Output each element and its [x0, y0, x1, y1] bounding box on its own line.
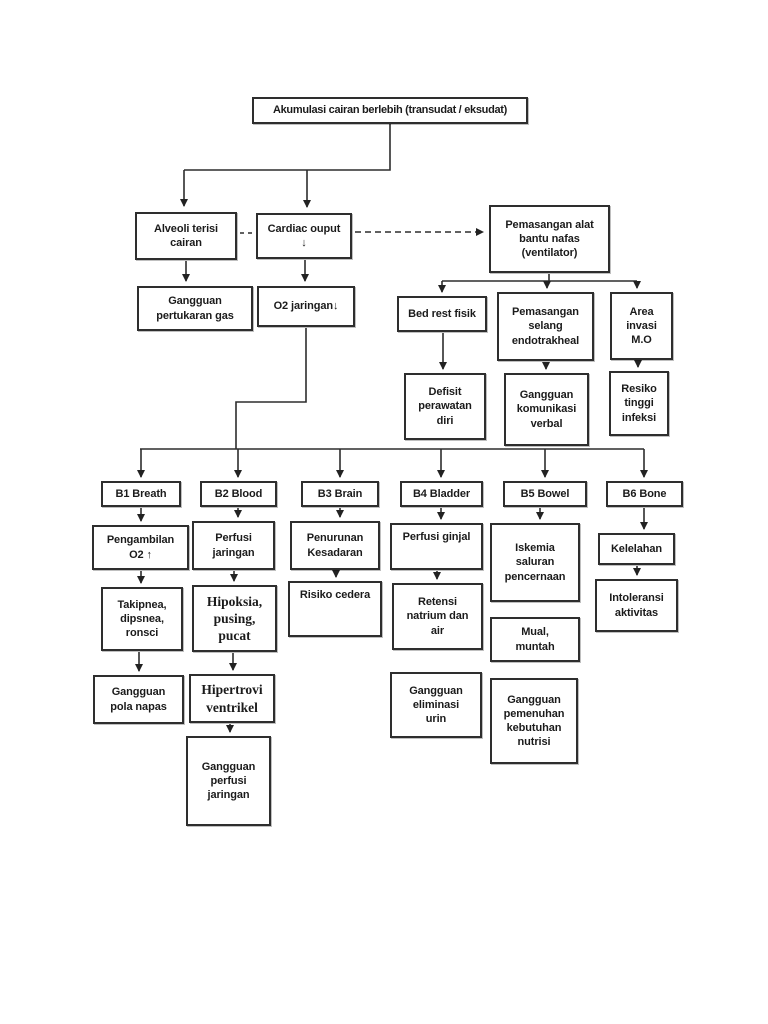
- node-defisit-perawatan-diri: Defisit perawatan diri: [404, 373, 486, 440]
- node-b3-brain: B3 Brain: [301, 481, 379, 507]
- node-perfusi-jaringan: Perfusi jaringan: [192, 521, 275, 570]
- node-takipnea-dipsnea-ronsci: Takipnea, dipsnea, ronsci: [101, 587, 183, 651]
- node-alveoli-terisi-cairan: Alveoli terisi cairan: [135, 212, 237, 260]
- node-penurunan-kesadaran: Penurunan Kesadaran: [290, 521, 380, 570]
- node-bed-rest-fisik: Bed rest fisik: [397, 296, 487, 332]
- node-risiko-cedera: Risiko cedera: [288, 581, 382, 637]
- node-o2-jaringan: O2 jaringan↓: [257, 286, 355, 327]
- node-akumulasi-cairan: Akumulasi cairan berlebih (transudat / e…: [252, 97, 528, 124]
- node-hipertrovi-ventrikel: Hipertrovi ventrikel: [189, 674, 275, 723]
- node-gangguan-eliminasi-urin: Gangguan eliminasi urin: [390, 672, 482, 738]
- node-cardiac-output: Cardiac ouput ↓: [256, 213, 352, 259]
- node-pengambilan-o2: Pengambilan O2 ↑: [92, 525, 189, 570]
- node-b2-blood: B2 Blood: [200, 481, 277, 507]
- node-iskemia-saluran-pencernaan: Iskemia saluran pencernaan: [490, 523, 580, 602]
- node-b1-breath: B1 Breath: [101, 481, 181, 507]
- node-hipoksia-pusing-pucat: Hipoksia, pusing, pucat: [192, 585, 277, 652]
- node-retensi-natrium-air: Retensi natrium dan air: [392, 583, 483, 650]
- node-gangguan-pemenuhan-nutrisi: Gangguan pemenuhan kebutuhan nutrisi: [490, 678, 578, 764]
- node-gangguan-perfusi-jaringan: Gangguan perfusi jaringan: [186, 736, 271, 826]
- node-gangguan-pertukaran-gas: Gangguan pertukaran gas: [137, 286, 253, 331]
- node-b4-bladder: B4 Bladder: [400, 481, 483, 507]
- node-b5-bowel: B5 Bowel: [503, 481, 587, 507]
- node-ventilator: Pemasangan alat bantu nafas (ventilator): [489, 205, 610, 273]
- node-intoleransi-aktivitas: Intoleransi aktivitas: [595, 579, 678, 632]
- node-area-invasi-mo: Area invasi M.O: [610, 292, 673, 360]
- node-kelelahan: Kelelahan: [598, 533, 675, 565]
- node-perfusi-ginjal: Perfusi ginjal: [390, 523, 483, 570]
- node-resiko-tinggi-infeksi: Resiko tinggi infeksi: [609, 371, 669, 436]
- node-gangguan-komunikasi-verbal: Gangguan komunikasi verbal: [504, 373, 589, 446]
- node-gangguan-pola-napas: Gangguan pola napas: [93, 675, 184, 724]
- node-selang-endotrakheal: Pemasangan selang endotrakheal: [497, 292, 594, 361]
- node-mual-muntah: Mual, muntah: [490, 617, 580, 662]
- node-b6-bone: B6 Bone: [606, 481, 683, 507]
